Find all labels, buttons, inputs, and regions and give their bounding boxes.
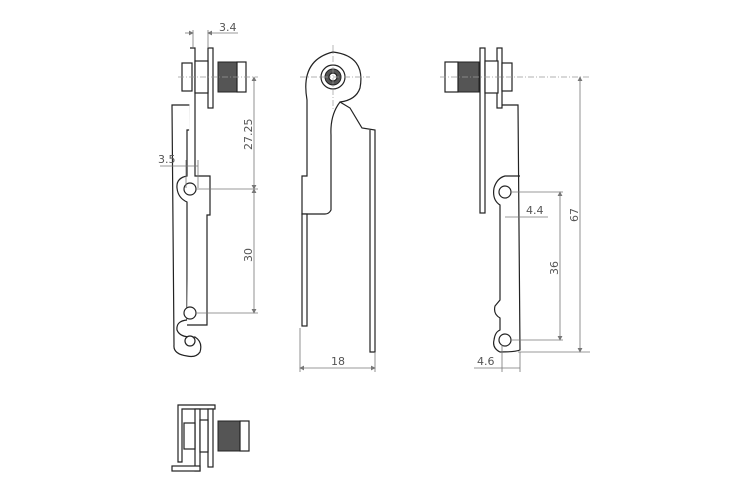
- dim-18: 18: [331, 355, 345, 368]
- dim-3-5: 3.5: [158, 153, 176, 166]
- side-view-left: 3.4 27.25 30 3.5: [158, 21, 258, 358]
- dim-4-4: 4.4: [526, 204, 544, 217]
- dim-4-6: 4.6: [477, 355, 495, 368]
- side-view-right: 36 67 4.4 4.6: [440, 47, 590, 372]
- dim-27-25: 27.25: [242, 119, 255, 151]
- bottom-view: [171, 404, 250, 472]
- dim-3-4: 3.4: [219, 21, 237, 34]
- dim-36: 36: [548, 261, 561, 275]
- dim-67: 67: [568, 208, 581, 222]
- front-view: 18: [299, 45, 376, 372]
- dim-30: 30: [242, 248, 255, 262]
